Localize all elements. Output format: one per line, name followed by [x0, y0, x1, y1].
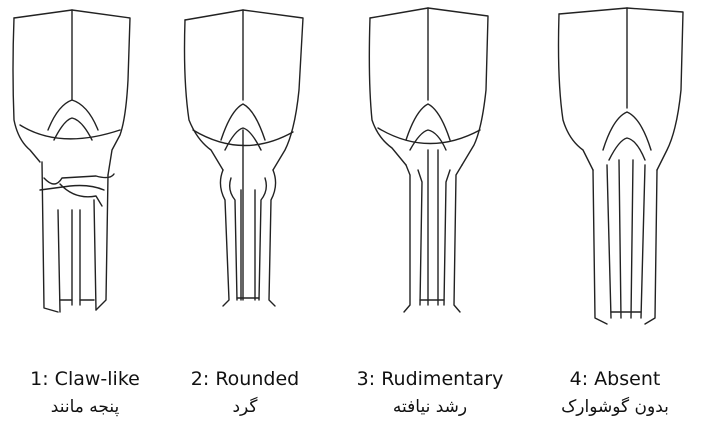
caption-rounded-english: 2: Rounded [160, 370, 330, 389]
caption-rounded: 2: Rounded گرد [160, 370, 330, 416]
absent-auricle-drawing [527, 0, 701, 360]
claw-like-auricle-drawing [0, 0, 175, 360]
caption-rounded-persian: گرد [160, 399, 330, 416]
caption-rudimentary-persian: رشد نیافته [345, 399, 515, 416]
caption-absent-persian: بدون گوشوارک [530, 399, 700, 416]
caption-absent: 4: Absent بدون گوشوارک [530, 370, 700, 416]
caption-rudimentary-english: 3: Rudimentary [345, 370, 515, 389]
rounded-auricle-drawing [175, 0, 350, 360]
caption-absent-english: 4: Absent [530, 370, 700, 389]
caption-claw-like-persian: پنجه مانند [0, 399, 170, 416]
caption-claw-like-english: 1: Claw-like [0, 370, 170, 389]
rudimentary-auricle-drawing [352, 0, 527, 360]
caption-claw-like: 1: Claw-like پنجه مانند [0, 370, 170, 416]
caption-rudimentary: 3: Rudimentary رشد نیافته [345, 370, 515, 416]
